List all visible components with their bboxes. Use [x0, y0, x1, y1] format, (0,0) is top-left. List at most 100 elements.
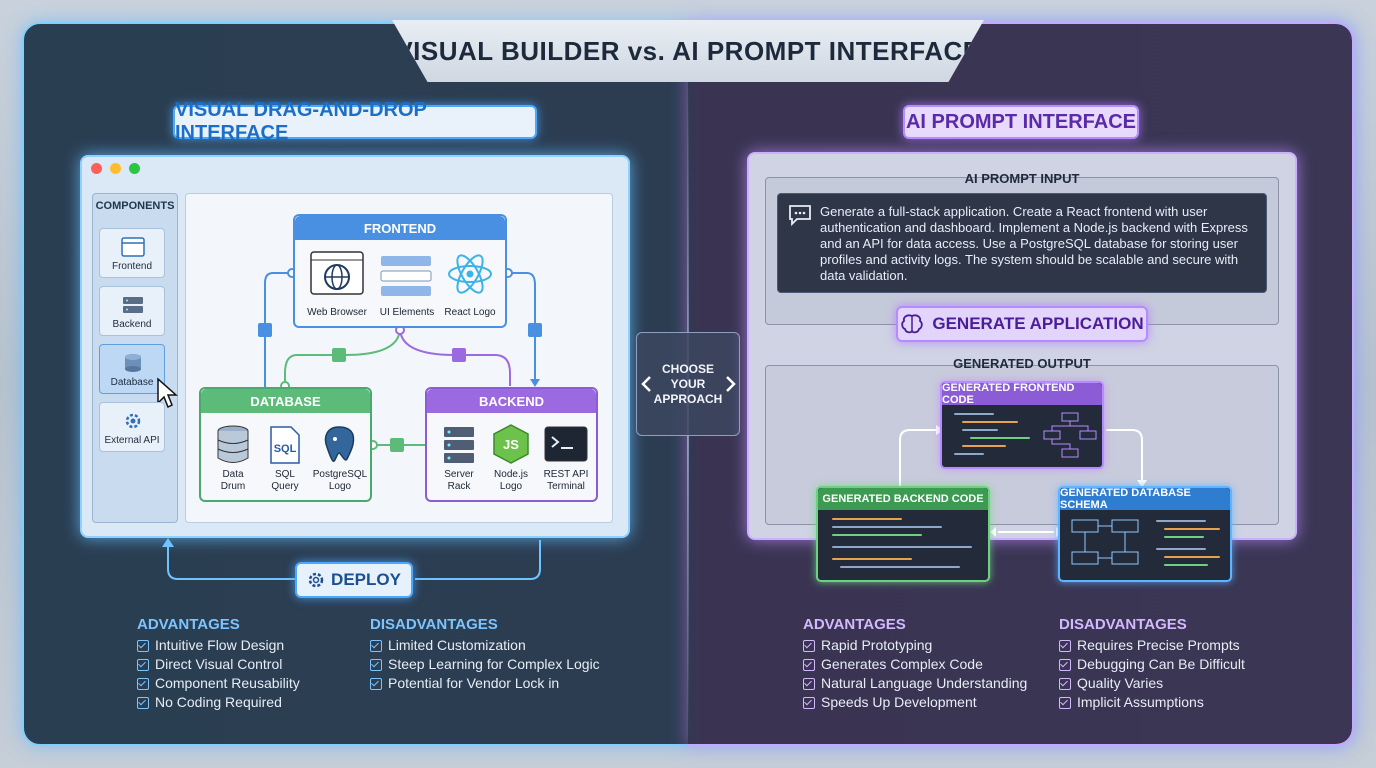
component-backend[interactable]: Backend [99, 286, 165, 336]
node-label: React Logo [444, 307, 496, 318]
list-item: Generates Complex Code [803, 655, 1027, 674]
checkbox-icon [137, 658, 149, 671]
generate-label: GENERATE APPLICATION [932, 314, 1144, 333]
schema-diagram-icon [1071, 519, 1139, 565]
checkbox-icon [1059, 658, 1071, 671]
right-advantages-title: ADVANTAGES [803, 616, 906, 633]
right-disadvantages-title: DISADVANTAGES [1059, 616, 1187, 633]
frontend-code-panel[interactable]: GENERATED FRONTEND CODE [940, 381, 1104, 469]
prompt-text: Generate a full-stack application. Creat… [820, 204, 1248, 283]
list-item: Limited Customization [370, 636, 600, 655]
frontend-title: FRONTEND [295, 216, 505, 240]
window-minimize-dot[interactable] [110, 163, 121, 174]
sql-file-label: SQL [274, 443, 297, 455]
deploy-loop-arrow [162, 538, 541, 580]
checkbox-icon [803, 658, 815, 671]
list-item: Direct Visual Control [137, 655, 300, 674]
list-item: Speeds Up Development [803, 693, 1027, 712]
svg-text:JS: JS [503, 437, 519, 452]
database-node-group[interactable]: DATABASE SQL Data Drum SQL Query Postgre… [199, 387, 372, 502]
component-tree-icon [1043, 412, 1097, 458]
database-schema-panel[interactable]: GENERATED DATABASE SCHEMA [1058, 486, 1232, 582]
right-header: AI PROMPT INTERFACE [903, 105, 1139, 139]
checkbox-icon [803, 639, 815, 652]
page-title: VISUAL BUILDER vs. AI PROMPT INTERFACE [395, 35, 981, 66]
list-item: Debugging Can Be Difficult [1059, 655, 1245, 674]
right-advantages-list: Rapid Prototyping Generates Complex Code… [803, 636, 1027, 712]
checkbox-icon [370, 658, 382, 671]
checkbox-icon [370, 677, 382, 690]
list-item: Requires Precise Prompts [1059, 636, 1245, 655]
node-label: REST API Terminal [543, 469, 589, 492]
node-label: Server Rack [444, 469, 474, 492]
window-close-dot[interactable] [91, 163, 102, 174]
component-label: External API [104, 435, 160, 446]
left-advantages-title: ADVANTAGES [137, 616, 240, 633]
list-item: Implicit Assumptions [1059, 693, 1245, 712]
component-label: Backend [112, 319, 152, 330]
checkbox-icon [803, 677, 815, 690]
checkbox-icon [370, 639, 382, 652]
window-maximize-dot[interactable] [129, 163, 140, 174]
checkbox-icon [1059, 639, 1071, 652]
backend-title: BACKEND [427, 389, 596, 413]
nodejs-logo-icon: JS [493, 424, 529, 464]
prompt-label: AI PROMPT INPUT [964, 171, 1080, 186]
checkbox-icon [803, 696, 815, 709]
list-item: Quality Varies [1059, 674, 1245, 693]
list-item: Rapid Prototyping [803, 636, 1027, 655]
list-item: Potential for Vendor Lock in [370, 674, 600, 693]
brain-icon [901, 314, 924, 334]
database-schema-title: GENERATED DATABASE SCHEMA [1060, 487, 1230, 511]
generate-application-button[interactable]: GENERATE APPLICATION [896, 306, 1148, 342]
node-label: Data Drum [220, 469, 246, 492]
react-logo-icon [448, 254, 492, 294]
frontend-code-title: GENERATED FRONTEND CODE [942, 382, 1102, 406]
components-title: COMPONENTS [95, 200, 175, 212]
left-disadvantages-list: Limited Customization Steep Learning for… [370, 636, 600, 693]
sql-file-icon: SQL [270, 426, 300, 464]
right-panel [688, 22, 1354, 746]
server-rack-icon [444, 427, 474, 463]
list-item: Natural Language Understanding [803, 674, 1027, 693]
choose-approach-badge [636, 332, 740, 436]
prompt-input[interactable] [777, 193, 1267, 293]
chevron-left-icon [641, 376, 651, 392]
backend-node-group[interactable]: BACKEND JS Server Rack Node.js Logo REST… [425, 387, 598, 502]
node-label: SQL Query [271, 469, 299, 492]
backend-code-panel[interactable]: GENERATED BACKEND CODE [816, 486, 990, 582]
right-disadvantages-list: Requires Precise Prompts Debugging Can B… [1059, 636, 1245, 712]
checkbox-icon [137, 639, 149, 652]
output-flow-arrows [899, 425, 1147, 537]
node-label: UI Elements [379, 307, 435, 318]
terminal-icon [544, 426, 588, 462]
deploy-button[interactable]: DEPLOY [295, 562, 413, 598]
frontend-node-group[interactable]: FRONTEND Web Browser UI Elements React L… [293, 214, 507, 328]
postgresql-logo-icon [324, 426, 355, 462]
node-label: Node.js Logo [494, 469, 528, 492]
ui-elements-icon [380, 256, 432, 296]
left-disadvantages-title: DISADVANTAGES [370, 616, 498, 633]
checkbox-icon [137, 677, 149, 690]
chevron-right-icon [726, 376, 736, 392]
checkbox-icon [137, 696, 149, 709]
deploy-label: DEPLOY [331, 570, 401, 589]
list-item: No Coding Required [137, 693, 300, 712]
component-frontend[interactable]: Frontend [99, 228, 165, 278]
left-advantages-list: Intuitive Flow Design Direct Visual Cont… [137, 636, 300, 712]
component-database[interactable]: Database [99, 344, 165, 394]
server-icon [123, 297, 143, 313]
node-label: PostgreSQL Logo [312, 469, 368, 492]
gear-icon [125, 413, 141, 429]
database-title: DATABASE [201, 389, 370, 413]
component-external-api[interactable]: External API [99, 402, 165, 452]
window-icon [121, 237, 145, 257]
node-label: Web Browser [307, 307, 367, 318]
checkbox-icon [1059, 696, 1071, 709]
list-item: Intuitive Flow Design [137, 636, 300, 655]
web-browser-icon [310, 251, 364, 295]
checkbox-icon [1059, 677, 1071, 690]
database-drum-icon [217, 425, 249, 463]
backend-code-title: GENERATED BACKEND CODE [818, 488, 988, 510]
